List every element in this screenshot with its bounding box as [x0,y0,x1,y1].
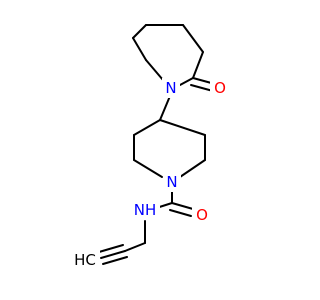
bond-ring1-n-c6 [145,59,164,81]
bond-ring2-n1-c6 [179,159,206,178]
bond-alkyne-1 [100,250,126,259]
piperidine-nitrogen-label: N [166,173,177,191]
bond-ring1-carbonyl-n [179,77,194,86]
piperidine-ring [133,119,206,204]
piperidinone-nitrogen-label: N [165,79,176,97]
bond-ring1-c5-c1 [132,24,147,39]
bond-n-to-piperidine [159,95,171,121]
bond-ring2-c4-c3 [133,119,161,136]
bond-ring1-c3-carbonyl [192,51,204,79]
bond-ring1-c6-c5 [132,37,147,61]
bond-ch2-c-alkyne [124,242,146,252]
bond-ring2-c2-n1 [133,159,163,178]
piperidinone-ring [132,24,216,121]
ketone-oxygen-label: O [214,79,226,97]
amide-oxygen-label: O [196,206,208,224]
molecule-structure-diagram: O N N O NH HC [70,24,230,270]
bond-alkyne-3 [102,256,128,265]
amide-nh-label: NH [134,201,157,219]
bond-amide-c-o-2 [169,209,192,217]
bond-amide-c-o-1 [171,202,194,210]
alkyne-ch-label: HC [74,251,96,269]
bond-alkyne-2 [98,244,124,253]
propargyl-chain [98,220,146,265]
bond-ring2-c5-c4 [159,119,206,136]
bond-carbonyl-double [190,84,214,92]
bond-ring1-c2-c3 [182,24,204,53]
atom-labels: O N N O NH HC [70,78,230,270]
